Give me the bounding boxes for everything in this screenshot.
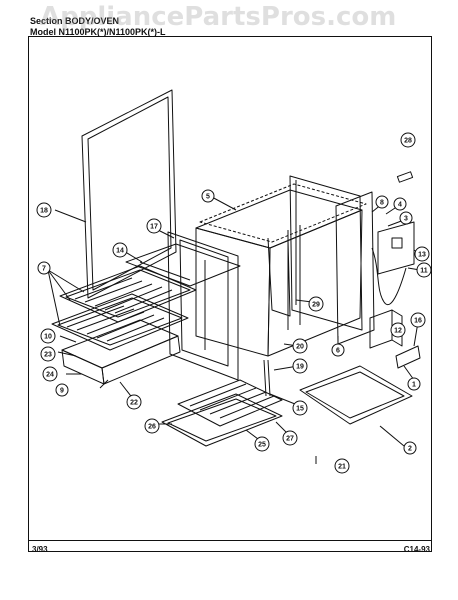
callout-4: 4 xyxy=(393,197,407,211)
callout-label: 23 xyxy=(44,352,52,359)
callout-3: 3 xyxy=(399,211,413,225)
insulation-panel xyxy=(335,191,375,345)
section-title: Section BODY/OVEN xyxy=(30,16,120,26)
callout-10: 10 xyxy=(40,328,56,344)
callout-5: 5 xyxy=(201,189,215,203)
callout-19: 19 xyxy=(292,358,308,374)
callout-15: 15 xyxy=(292,400,308,416)
wire-harness xyxy=(371,247,407,306)
callout-label: 25 xyxy=(258,442,266,449)
small-bracket xyxy=(395,345,421,369)
callout-29: 29 xyxy=(308,296,324,312)
rear-panel xyxy=(289,175,363,331)
control-bracket xyxy=(377,221,415,275)
callout-27: 27 xyxy=(282,430,298,446)
callout-label: 28 xyxy=(404,138,412,145)
callout-label: 4 xyxy=(398,202,402,209)
callout-label: 10 xyxy=(44,334,52,341)
callout-11: 11 xyxy=(416,262,432,278)
callout-21: 21 xyxy=(334,458,350,474)
callout-label: 3 xyxy=(404,216,408,223)
watermark: AppliancePartsPros.com xyxy=(40,2,397,32)
model-title: Model N1100PK(*)/N1100PK(*)-L xyxy=(30,27,166,37)
callout-26: 26 xyxy=(144,418,160,434)
callout-2: 2 xyxy=(403,441,417,455)
callout-label: 2 xyxy=(408,446,412,453)
callout-label: 17 xyxy=(150,224,158,231)
callout-9: 9 xyxy=(55,383,69,397)
footer-divider xyxy=(28,540,432,541)
callout-label: 6 xyxy=(336,348,340,355)
callout-label: 20 xyxy=(296,344,304,351)
callout-23: 23 xyxy=(40,346,56,362)
callout-label: 12 xyxy=(394,328,402,335)
door-frame xyxy=(167,231,239,381)
callout-label: 27 xyxy=(286,436,294,443)
broiler-grid xyxy=(177,379,283,427)
callout-7: 7 xyxy=(37,261,51,275)
callout-16: 16 xyxy=(410,312,426,328)
callout-label: 16 xyxy=(414,318,422,325)
oven-rack-lower xyxy=(51,293,189,351)
callout-14: 14 xyxy=(112,242,128,258)
callout-22: 22 xyxy=(126,394,142,410)
oven-side-strip xyxy=(125,243,241,287)
callout-label: 18 xyxy=(40,208,48,215)
door-glass-panel xyxy=(81,89,177,299)
callout-label: 29 xyxy=(312,302,320,309)
callout-25: 25 xyxy=(254,436,270,452)
callout-28: 28 xyxy=(400,132,416,148)
bottom-panel xyxy=(299,365,413,425)
callout-label: 9 xyxy=(60,388,64,395)
callout-label: 11 xyxy=(420,268,428,275)
footer-code: C14-93 xyxy=(403,545,430,554)
callout-label: 5 xyxy=(206,194,210,201)
callout-12: 12 xyxy=(390,322,406,338)
callout-24: 24 xyxy=(42,366,58,382)
callout-8: 8 xyxy=(375,195,389,209)
callout-label: 7 xyxy=(42,266,46,273)
callout-20: 20 xyxy=(292,338,308,354)
footer-date: 3/93 xyxy=(32,545,48,554)
callout-17: 17 xyxy=(146,218,162,234)
callout-label: 26 xyxy=(148,424,156,431)
callout-label: 8 xyxy=(380,200,384,207)
callout-label: 14 xyxy=(116,248,124,255)
spring-part xyxy=(263,359,271,397)
oven-cavity xyxy=(195,183,367,357)
clip-part xyxy=(396,171,414,183)
broiler-pan xyxy=(161,393,283,447)
callout-18: 18 xyxy=(36,202,52,218)
callout-label: 13 xyxy=(418,252,426,259)
callout-label: 1 xyxy=(412,382,416,389)
callout-label: 22 xyxy=(130,400,138,407)
callout-1: 1 xyxy=(407,377,421,391)
callout-13: 13 xyxy=(414,246,430,262)
diagram-frame xyxy=(28,36,432,552)
callout-label: 15 xyxy=(296,406,304,413)
callout-6: 6 xyxy=(331,343,345,357)
oven-element xyxy=(267,237,291,317)
callout-label: 19 xyxy=(296,364,304,371)
callout-label: 21 xyxy=(338,464,346,471)
callout-label: 24 xyxy=(46,372,54,379)
